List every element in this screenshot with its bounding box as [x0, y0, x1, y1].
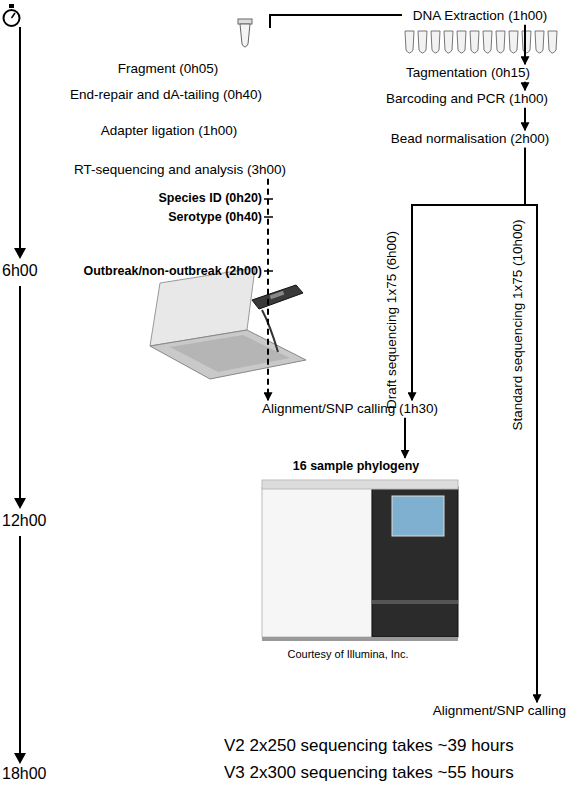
instrument-right-panel — [372, 487, 458, 637]
step-text: Alignment/SNP calling — [433, 703, 566, 719]
usb-cable — [262, 310, 278, 352]
step-label: Adapter ligation (1h00) — [101, 123, 238, 139]
miseq-illustration — [262, 480, 458, 641]
sequencing-label: Draft sequencing 1x75 (6h00) — [384, 231, 400, 409]
flow-arrow — [525, 148, 537, 702]
stopwatch-icon — [4, 4, 20, 26]
timeline-arrow — [14, 753, 26, 764]
plate-tube — [444, 31, 453, 53]
step-text: 16 sample phylogeny — [293, 459, 419, 473]
flow-arrow — [524, 108, 526, 130]
step-label: Fragment (0h05) — [118, 61, 219, 77]
step-label: RT-sequencing and analysis (3h00) — [74, 162, 286, 178]
plate-tube — [509, 31, 518, 53]
stopwatch-hand — [12, 13, 16, 18]
laptop-keyboard — [170, 335, 290, 372]
result-label: Outbreak/non-outbreak (2h00) — [84, 264, 263, 278]
minion-window — [270, 291, 285, 299]
timing-note: V2 2x250 sequencing takes ~39 hours — [224, 736, 514, 756]
plate-tube — [405, 31, 414, 53]
plate-tube — [431, 31, 440, 53]
timeline-line — [19, 27, 21, 250]
instrument-screen — [392, 496, 444, 536]
laptop-base — [150, 330, 306, 379]
instrument-stripe — [372, 600, 458, 604]
plate-tube — [522, 31, 531, 53]
plate-tube — [535, 31, 544, 53]
tick-mark — [264, 216, 273, 218]
stopwatch-button — [9, 4, 14, 8]
instrument-lid — [262, 480, 458, 489]
step-text: RT-sequencing and analysis (3h00) — [74, 162, 286, 178]
sequencing-label: Standard sequencing 1x75 (10h00) — [510, 220, 526, 431]
plate-tube — [548, 31, 557, 53]
step-label: Tagmentation (0h15) — [406, 65, 530, 81]
step-label: Bead normalisation (2h00) — [391, 131, 549, 147]
step-text: Alignment/SNP calling (1h30) — [262, 401, 438, 417]
plate-tube — [483, 31, 492, 53]
plate-tube — [418, 31, 427, 53]
result-label: Serotype (0h40) — [168, 210, 262, 224]
sample-split-line — [270, 15, 402, 28]
timeline-axis — [14, 27, 26, 764]
step-text: Fragment (0h05) — [118, 61, 219, 77]
step-label: Alignment/SNP calling (1h30) — [262, 401, 438, 417]
tube-plate-icon — [405, 31, 557, 53]
flow-arrow — [524, 25, 526, 64]
result-label: 16 sample phylogeny — [293, 459, 419, 473]
step-label: DNA Extraction (1h00) — [413, 8, 547, 24]
minion-device — [252, 285, 303, 309]
step-label: Barcoding and PCR (1h00) — [386, 91, 548, 107]
result-label: Species ID (0h20) — [158, 191, 262, 205]
timeline-arrow — [14, 248, 26, 259]
step-label: Alignment/SNP calling — [433, 703, 566, 719]
step-text: Serotype (0h40) — [168, 210, 262, 224]
plate-tube — [470, 31, 479, 53]
step-text: Species ID (0h20) — [158, 191, 262, 205]
timeline-arrow — [14, 498, 26, 509]
step-label: End-repair and dA-tailing (0h40) — [70, 87, 262, 103]
laptop-illustration — [150, 268, 306, 379]
timeline-line — [19, 286, 21, 500]
tube-icon — [238, 19, 252, 47]
instrument-base — [262, 637, 458, 641]
stopwatch-face — [4, 10, 20, 26]
time-mark: 18h00 — [2, 765, 47, 783]
step-text: Outbreak/non-outbreak (2h00) — [84, 264, 263, 278]
step-text: Barcoding and PCR (1h00) — [386, 91, 548, 107]
plate-tube — [457, 31, 466, 53]
step-text: Adapter ligation (1h00) — [101, 123, 238, 139]
step-text: Bead normalisation (2h00) — [391, 131, 549, 147]
flow-arrow — [404, 418, 406, 458]
timeline-line — [19, 536, 21, 755]
timing-note: V3 2x300 sequencing takes ~55 hours — [224, 763, 514, 783]
plate-tube — [496, 31, 505, 53]
instrument-left-panel — [262, 487, 372, 637]
time-mark: 12h00 — [2, 512, 47, 530]
time-mark: 6h00 — [2, 262, 38, 280]
flow-arrow — [524, 82, 526, 90]
flow-arrow — [267, 179, 269, 400]
image-credit: Courtesy of Illumina, Inc. — [287, 648, 408, 661]
tube-body — [240, 24, 250, 47]
step-text: End-repair and dA-tailing (0h40) — [70, 87, 262, 103]
flow-arrow — [412, 148, 525, 400]
step-text: Tagmentation (0h15) — [406, 65, 530, 81]
step-text: DNA Extraction (1h00) — [413, 8, 547, 24]
tube-cap — [238, 19, 252, 24]
